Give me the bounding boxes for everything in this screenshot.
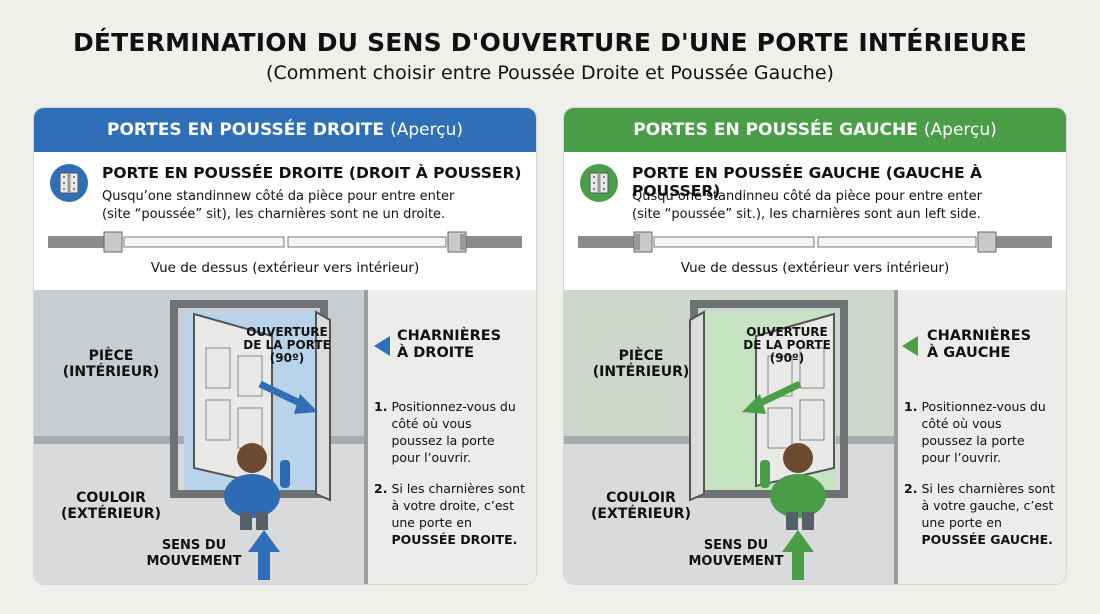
step-2: 2. Si les charnières sont à votre gauche… bbox=[904, 481, 1055, 547]
description-line: (site “poussée” sit), les charnières son… bbox=[102, 207, 446, 222]
top-view-diagram bbox=[578, 231, 1052, 253]
hinge-icon bbox=[580, 164, 618, 202]
description-line: (site “poussée” sit.), les charnières so… bbox=[632, 207, 981, 222]
hinge-side-label: CHARNIÈRES À DROITE bbox=[397, 328, 502, 361]
step-2: 2. Si les charnières sont à votre droite… bbox=[374, 481, 525, 547]
opening-label: OUVERTURE DE LA PORTE (90º) bbox=[743, 325, 831, 365]
room-label: PIÈCE (INTÉRIEUR) bbox=[62, 348, 160, 380]
panel-header-title: PORTES EN POUSSÉE DROITE bbox=[106, 120, 385, 140]
panel-header-suffix: (Aperçu) bbox=[390, 120, 464, 140]
corridor-label: COULOIR (EXTÉRIEUR) bbox=[591, 490, 691, 522]
hinge-side-label: CHARNIÈRES À GAUCHE bbox=[927, 328, 1032, 361]
description-line: Qusqu’one standinneu côté da pièce pour … bbox=[632, 189, 982, 204]
step-1: 1. Positionnez-vous du côté où vous pous… bbox=[904, 399, 1046, 465]
door-scene: PIÈCE (INTÉRIEUR) OUVERTURE DE LA PORTE … bbox=[34, 290, 536, 584]
top-view-diagram bbox=[48, 231, 522, 253]
opening-label: OUVERTURE DE LA PORTE (90º) bbox=[243, 325, 331, 365]
page-title: DÉTERMINATION DU SENS D'OUVERTURE D'UNE … bbox=[72, 28, 1028, 57]
instruction-steps: 1. Positionnez-vous du côté où vous pous… bbox=[904, 398, 1056, 562]
description-line: Qusqu’one standinnew côté da pièce pour … bbox=[102, 189, 455, 204]
panel-header-title: PORTES EN POUSSÉE GAUCHE bbox=[633, 120, 918, 140]
panel-header: PORTES EN POUSSÉE DROITE (Aperçu) bbox=[34, 108, 536, 152]
door-type-title: PORTE EN POUSSÉE DROITE (DROIT À POUSSER… bbox=[102, 164, 522, 182]
panel-right-push: PORTES EN POUSSÉE DROITE (Aperçu) PORTE … bbox=[34, 108, 536, 584]
corridor-label: COULOIR (EXTÉRIEUR) bbox=[61, 490, 161, 522]
page-subtitle: (Comment choisir entre Poussée Droite et… bbox=[266, 62, 834, 84]
room-label: PIÈCE (INTÉRIEUR) bbox=[592, 348, 690, 380]
panel-left-push: PORTES EN POUSSÉE GAUCHE (Aperçu) PORTE … bbox=[564, 108, 1066, 584]
instruction-steps: 1. Positionnez-vous du côté où vous pous… bbox=[374, 398, 526, 562]
panel-header-suffix: (Aperçu) bbox=[923, 120, 997, 140]
movement-label: SENS DU MOUVEMENT bbox=[146, 538, 242, 569]
door-type-description: Qusqu’one standinnew côté da pièce pour … bbox=[102, 188, 522, 224]
movement-label: SENS DU MOUVEMENT bbox=[688, 538, 784, 569]
top-view-caption: Vue de dessus (extérieur vers intérieur) bbox=[150, 260, 420, 276]
door-type-title: PORTE EN POUSSÉE GAUCHE (GAUCHE À POUSSE… bbox=[632, 164, 983, 200]
door-type-description: Qusqu’one standinneu côté da pièce pour … bbox=[632, 188, 1052, 224]
door-scene: PIÈCE (INTÉRIEUR) OUVERTURE DE LA PORTE … bbox=[564, 290, 1066, 584]
panel-header: PORTES EN POUSSÉE GAUCHE (Aperçu) bbox=[564, 108, 1066, 152]
top-view-caption: Vue de dessus (extérieur vers intérieur) bbox=[680, 260, 950, 276]
hinge-icon bbox=[50, 164, 88, 202]
step-1: 1. Positionnez-vous du côté où vous pous… bbox=[374, 399, 516, 465]
